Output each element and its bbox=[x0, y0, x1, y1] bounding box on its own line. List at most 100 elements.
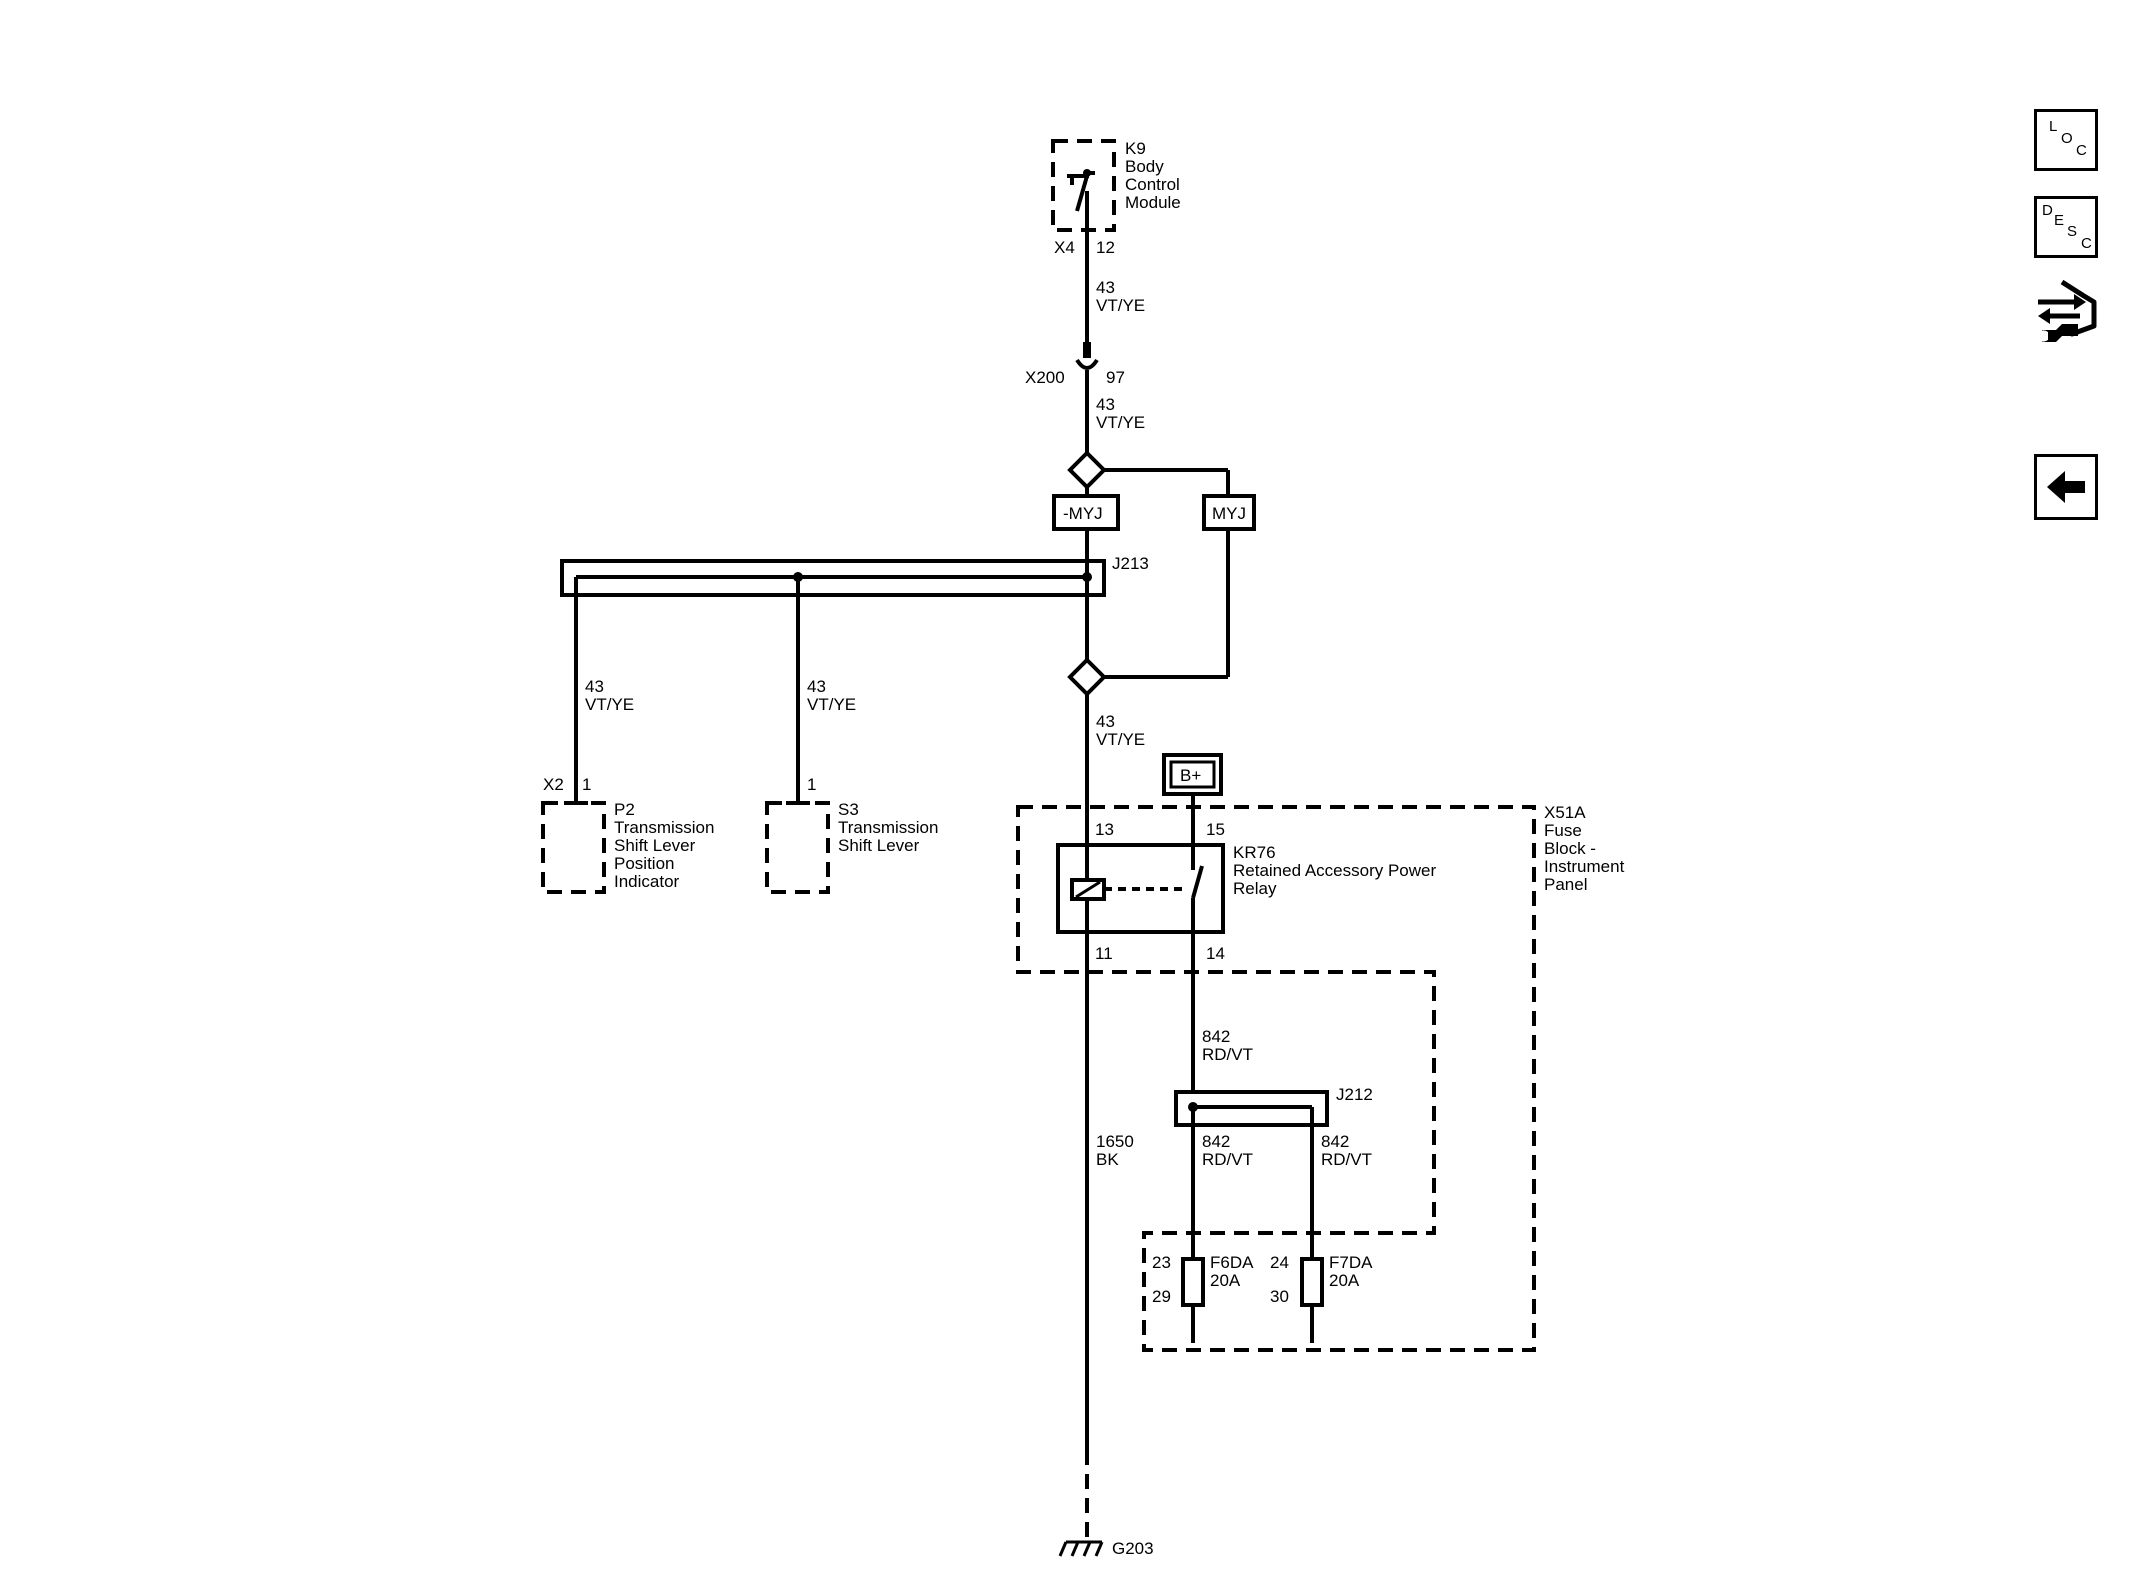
loc-char-c: C bbox=[2076, 142, 2087, 159]
connector-view-button[interactable] bbox=[2034, 278, 2104, 354]
wire-f6da-circuit: 842 bbox=[1202, 1132, 1230, 1151]
x200-ref-label: X200 bbox=[1025, 368, 1065, 387]
wire-x200-option-color: VT/YE bbox=[1096, 413, 1145, 432]
relay-ref-label: KR76 bbox=[1233, 843, 1276, 862]
wire-relay-out-color: RD/VT bbox=[1202, 1045, 1253, 1064]
x51a-name-line-3: Instrument bbox=[1544, 857, 1625, 876]
connector-wrench-icon bbox=[2038, 279, 2097, 342]
wire-s3-color: VT/YE bbox=[807, 695, 856, 714]
k9-name-line-2: Control bbox=[1125, 175, 1180, 194]
kr76-retained-accessory-power-relay[interactable]: 13 15 11 14 KR76 Retained Accessory Powe… bbox=[1056, 820, 1436, 963]
p2-shift-lever-position-indicator[interactable]: X2 1 P2 Transmission Shift Lever Positio… bbox=[541, 775, 714, 894]
battery-positive-terminal[interactable]: B+ bbox=[1162, 753, 1223, 845]
wire-to-s3[interactable]: 43 VT/YE bbox=[796, 577, 856, 803]
option-myj-box[interactable]: MYJ bbox=[1202, 494, 1256, 531]
option-minus-myj-box[interactable]: -MYJ bbox=[1052, 494, 1120, 531]
x51a-name-line-1: Fuse bbox=[1544, 821, 1582, 840]
wire-x200-to-option[interactable]: 43 VT/YE bbox=[1085, 370, 1145, 453]
k9-body-control-module[interactable]: K9 Body Control Module X4 12 bbox=[1051, 139, 1181, 257]
p2-name-line-2: Shift Lever bbox=[614, 836, 696, 855]
x200-pin-label: 97 bbox=[1106, 368, 1125, 387]
fuse-f7da[interactable]: 24 30 F7DA 20A bbox=[1270, 1253, 1373, 1343]
k9-ref-label: K9 bbox=[1125, 139, 1146, 158]
battery-label: B+ bbox=[1180, 766, 1201, 785]
p2-ref-label: P2 bbox=[614, 800, 635, 819]
loc-char-l: L bbox=[2049, 118, 2058, 135]
option-minus-myj-label: -MYJ bbox=[1063, 504, 1103, 523]
p2-name-line-4: Indicator bbox=[614, 872, 680, 891]
p2-name-line-3: Position bbox=[614, 854, 674, 873]
ground-g203[interactable]: G203 bbox=[1058, 1539, 1154, 1558]
relay-pin-13: 13 bbox=[1095, 820, 1114, 839]
f6da-ref-label: F6DA bbox=[1210, 1253, 1254, 1272]
s3-ref-label: S3 bbox=[838, 800, 859, 819]
fuse-f6da[interactable]: 23 29 F6DA 20A bbox=[1152, 1253, 1254, 1343]
k9-pin-label: 12 bbox=[1096, 238, 1115, 257]
description-icon: D E S C bbox=[2037, 199, 2095, 255]
wire-to-f6da[interactable]: 842 RD/VT bbox=[1191, 1107, 1253, 1259]
wire-to-p2[interactable]: 43 VT/YE bbox=[574, 577, 634, 803]
g203-ref-label: G203 bbox=[1112, 1539, 1154, 1558]
wire-p2-circuit: 43 bbox=[585, 677, 604, 696]
j213-ref-label: J213 bbox=[1112, 554, 1149, 573]
s3-pin-label: 1 bbox=[807, 775, 816, 794]
f7da-rating-label: 20A bbox=[1329, 1271, 1360, 1290]
wire-relay-feed-color: VT/YE bbox=[1096, 730, 1145, 749]
location-icon: L O C bbox=[2037, 112, 2095, 168]
wire-x200-option-circuit: 43 bbox=[1096, 395, 1115, 414]
wire-k9-x200-circuit: 43 bbox=[1096, 278, 1115, 297]
relay-pin-14: 14 bbox=[1206, 944, 1225, 963]
p2-connector-label: X2 bbox=[543, 775, 564, 794]
k9-connector-label: X4 bbox=[1054, 238, 1075, 257]
relay-pin-11: 11 bbox=[1095, 944, 1113, 963]
splice-j213[interactable]: J213 bbox=[560, 529, 1149, 660]
wire-to-ground[interactable]: 1650 BK bbox=[1085, 932, 1134, 1540]
f7da-pin-out: 30 bbox=[1270, 1287, 1289, 1306]
s3-name-line-1: Transmission bbox=[838, 818, 938, 837]
option-myj-label: MYJ bbox=[1212, 504, 1246, 523]
splice-j212[interactable]: J212 bbox=[1174, 1085, 1373, 1127]
x51a-ref-label: X51A bbox=[1544, 803, 1586, 822]
desc-char-c: C bbox=[2081, 235, 2092, 252]
wire-ground-circuit: 1650 bbox=[1096, 1132, 1134, 1151]
x51a-name-line-2: Block - bbox=[1544, 839, 1596, 858]
f7da-ref-label: F7DA bbox=[1329, 1253, 1373, 1272]
wire-f6da-color: RD/VT bbox=[1202, 1150, 1253, 1169]
wire-f7da-circuit: 842 bbox=[1321, 1132, 1349, 1151]
relay-name-line-1: Retained Accessory Power bbox=[1233, 861, 1436, 880]
wire-relay-to-j212[interactable]: 842 RD/VT bbox=[1191, 932, 1253, 1092]
wire-f7da-color: RD/VT bbox=[1321, 1150, 1372, 1169]
wire-to-f7da[interactable]: 842 RD/VT bbox=[1310, 1125, 1372, 1259]
relay-name-line-2: Relay bbox=[1233, 879, 1277, 898]
wire-s3-circuit: 43 bbox=[807, 677, 826, 696]
loc-char-o: O bbox=[2061, 130, 2073, 147]
p2-name-line-1: Transmission bbox=[614, 818, 714, 837]
wire-p2-color: VT/YE bbox=[585, 695, 634, 714]
back-arrow-icon bbox=[2047, 471, 2085, 503]
s3-transmission-shift-lever[interactable]: 1 S3 Transmission Shift Lever bbox=[765, 775, 938, 894]
x51a-name-line-4: Panel bbox=[1544, 875, 1587, 894]
wire-relay-feed-circuit: 43 bbox=[1096, 712, 1115, 731]
x200-connector[interactable]: X200 97 bbox=[1025, 342, 1125, 387]
p2-pin-label: 1 bbox=[582, 775, 591, 794]
desc-char-s: S bbox=[2067, 223, 2078, 240]
x51a-fuse-block[interactable]: X51A Fuse Block - Instrument Panel bbox=[1016, 803, 1625, 1352]
loc-button[interactable]: L O C bbox=[2034, 109, 2098, 171]
k9-name-line-1: Body bbox=[1125, 157, 1164, 176]
wire-relay-out-circuit: 842 bbox=[1202, 1027, 1230, 1046]
f7da-pin-in: 24 bbox=[1270, 1253, 1289, 1272]
wire-to-relay-coil[interactable]: 43 VT/YE bbox=[1085, 694, 1145, 845]
s3-name-line-2: Shift Lever bbox=[838, 836, 920, 855]
wire-k9-x200-color: VT/YE bbox=[1096, 296, 1145, 315]
back-button[interactable] bbox=[2034, 454, 2098, 520]
f6da-pin-in: 23 bbox=[1152, 1253, 1171, 1272]
desc-char-d: D bbox=[2042, 202, 2053, 219]
desc-char-e: E bbox=[2054, 212, 2065, 229]
f6da-rating-label: 20A bbox=[1210, 1271, 1241, 1290]
relay-pin-15: 15 bbox=[1206, 820, 1225, 839]
option-branch bbox=[1067, 450, 1230, 697]
k9-name-line-3: Module bbox=[1125, 193, 1181, 212]
desc-button[interactable]: D E S C bbox=[2034, 196, 2098, 258]
wire-k9-to-x200[interactable]: 43 VT/YE bbox=[1085, 230, 1145, 342]
